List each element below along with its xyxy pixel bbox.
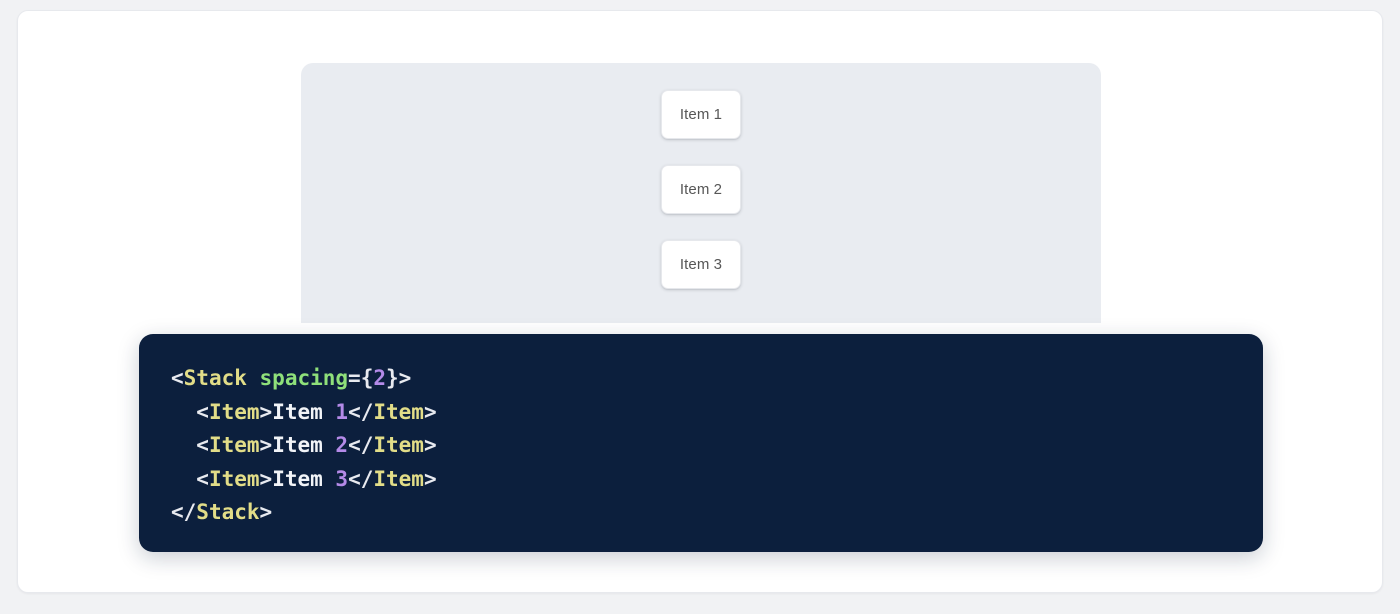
code-token-punc: < [196, 466, 209, 491]
code-snippet-block: <Stack spacing={2}> <Item>Item 1</Item> … [139, 334, 1263, 552]
code-token-text: Item [272, 433, 336, 457]
code-line: <Item>Item 1</Item> [171, 396, 1263, 430]
code-token-punc: > [423, 433, 437, 457]
code-token-punc: </ [348, 466, 374, 491]
code-line: <Item>Item 3</Item> [171, 463, 1263, 497]
stack-container: Item 1 Item 2 Item 3 [301, 90, 1101, 289]
code-token-num: 2 [335, 433, 349, 457]
code-token-attr: spacing [259, 366, 349, 390]
code-token-punc: > [423, 466, 437, 491]
code-token-tag: Item [208, 399, 260, 424]
code-token-tag: Stack [183, 366, 247, 390]
code-line: <Stack spacing={2}> [171, 362, 1263, 396]
code-line: </Stack> [171, 496, 1263, 530]
code-token-text [171, 433, 196, 457]
code-token-tag: Item [208, 466, 260, 491]
code-token-text: Item [272, 466, 336, 491]
code-token-text [171, 467, 196, 491]
code-token-punc: > [259, 500, 273, 524]
code-token-tag: Item [208, 433, 260, 457]
code-token-punc: > [259, 399, 273, 424]
code-token-num: 1 [335, 399, 349, 424]
code-token-punc: </ [171, 500, 197, 524]
component-preview-panel: Item 1 Item 2 Item 3 [301, 63, 1101, 323]
code-token-tag: Stack [196, 500, 260, 524]
code-token-tag: Item [373, 433, 424, 457]
code-token-punc: </ [348, 433, 374, 457]
code-token-punc: < [196, 433, 209, 457]
code-token-text [247, 366, 260, 390]
code-line: <Item>Item 2</Item> [171, 429, 1263, 463]
code-token-punc: </ [348, 399, 374, 424]
code-token-text [171, 400, 196, 424]
code-token-punc: ={ [348, 366, 374, 390]
stack-item[interactable]: Item 2 [661, 165, 741, 214]
code-token-tag: Item [373, 466, 424, 491]
code-token-tag: Item [373, 399, 424, 424]
code-token-num: 3 [335, 466, 349, 491]
code-token-punc: > [423, 399, 437, 424]
code-token-num: 2 [373, 366, 386, 390]
stack-item[interactable]: Item 3 [661, 240, 741, 289]
code-token-punc: < [196, 399, 209, 424]
code-token-punc: < [171, 366, 184, 390]
code-token-punc: > [259, 433, 273, 457]
code-token-text: Item [272, 399, 336, 424]
code-token-punc: }> [386, 366, 412, 390]
stack-item[interactable]: Item 1 [661, 90, 741, 139]
code-snippet: <Stack spacing={2}> <Item>Item 1</Item> … [171, 362, 1263, 530]
code-token-punc: > [259, 466, 273, 491]
